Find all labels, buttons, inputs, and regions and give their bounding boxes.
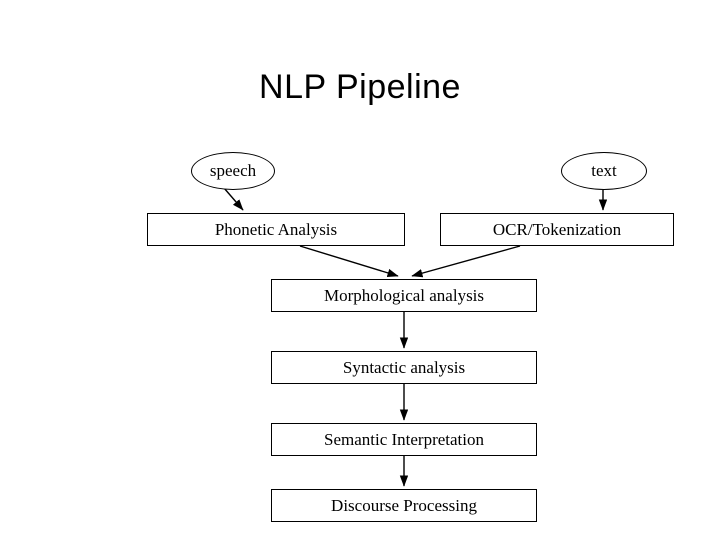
node-discourse-processing-label: Discourse Processing	[331, 495, 477, 515]
node-discourse-processing[interactable]: Discourse Processing	[271, 489, 537, 522]
node-syntactic-analysis[interactable]: Syntactic analysis	[271, 351, 537, 384]
edge-ocr-to-morphological	[411, 245, 521, 278]
node-ocr-tokenization[interactable]: OCR/Tokenization	[440, 213, 674, 246]
node-morphological-analysis-label: Morphological analysis	[323, 285, 485, 305]
node-speech[interactable]: speech	[191, 152, 275, 190]
node-semantic-interpretation-label: Semantic Interpretation	[323, 429, 485, 449]
edge-speech-to-phonetic	[223, 187, 244, 211]
node-phonetic-analysis[interactable]: Phonetic Analysis	[147, 213, 405, 246]
page-title: NLP Pipeline	[259, 68, 461, 106]
node-phonetic-analysis-label: Phonetic Analysis	[214, 219, 338, 239]
node-semantic-interpretation[interactable]: Semantic Interpretation	[271, 423, 537, 456]
node-speech-label: speech	[209, 161, 257, 180]
node-ocr-tokenization-label: OCR/Tokenization	[492, 219, 622, 239]
node-text-label: text	[591, 161, 617, 180]
node-morphological-analysis[interactable]: Morphological analysis	[271, 279, 537, 312]
node-text[interactable]: text	[561, 152, 647, 190]
edge-phonetic-to-morphological	[299, 245, 399, 277]
node-syntactic-analysis-label: Syntactic analysis	[342, 357, 466, 377]
